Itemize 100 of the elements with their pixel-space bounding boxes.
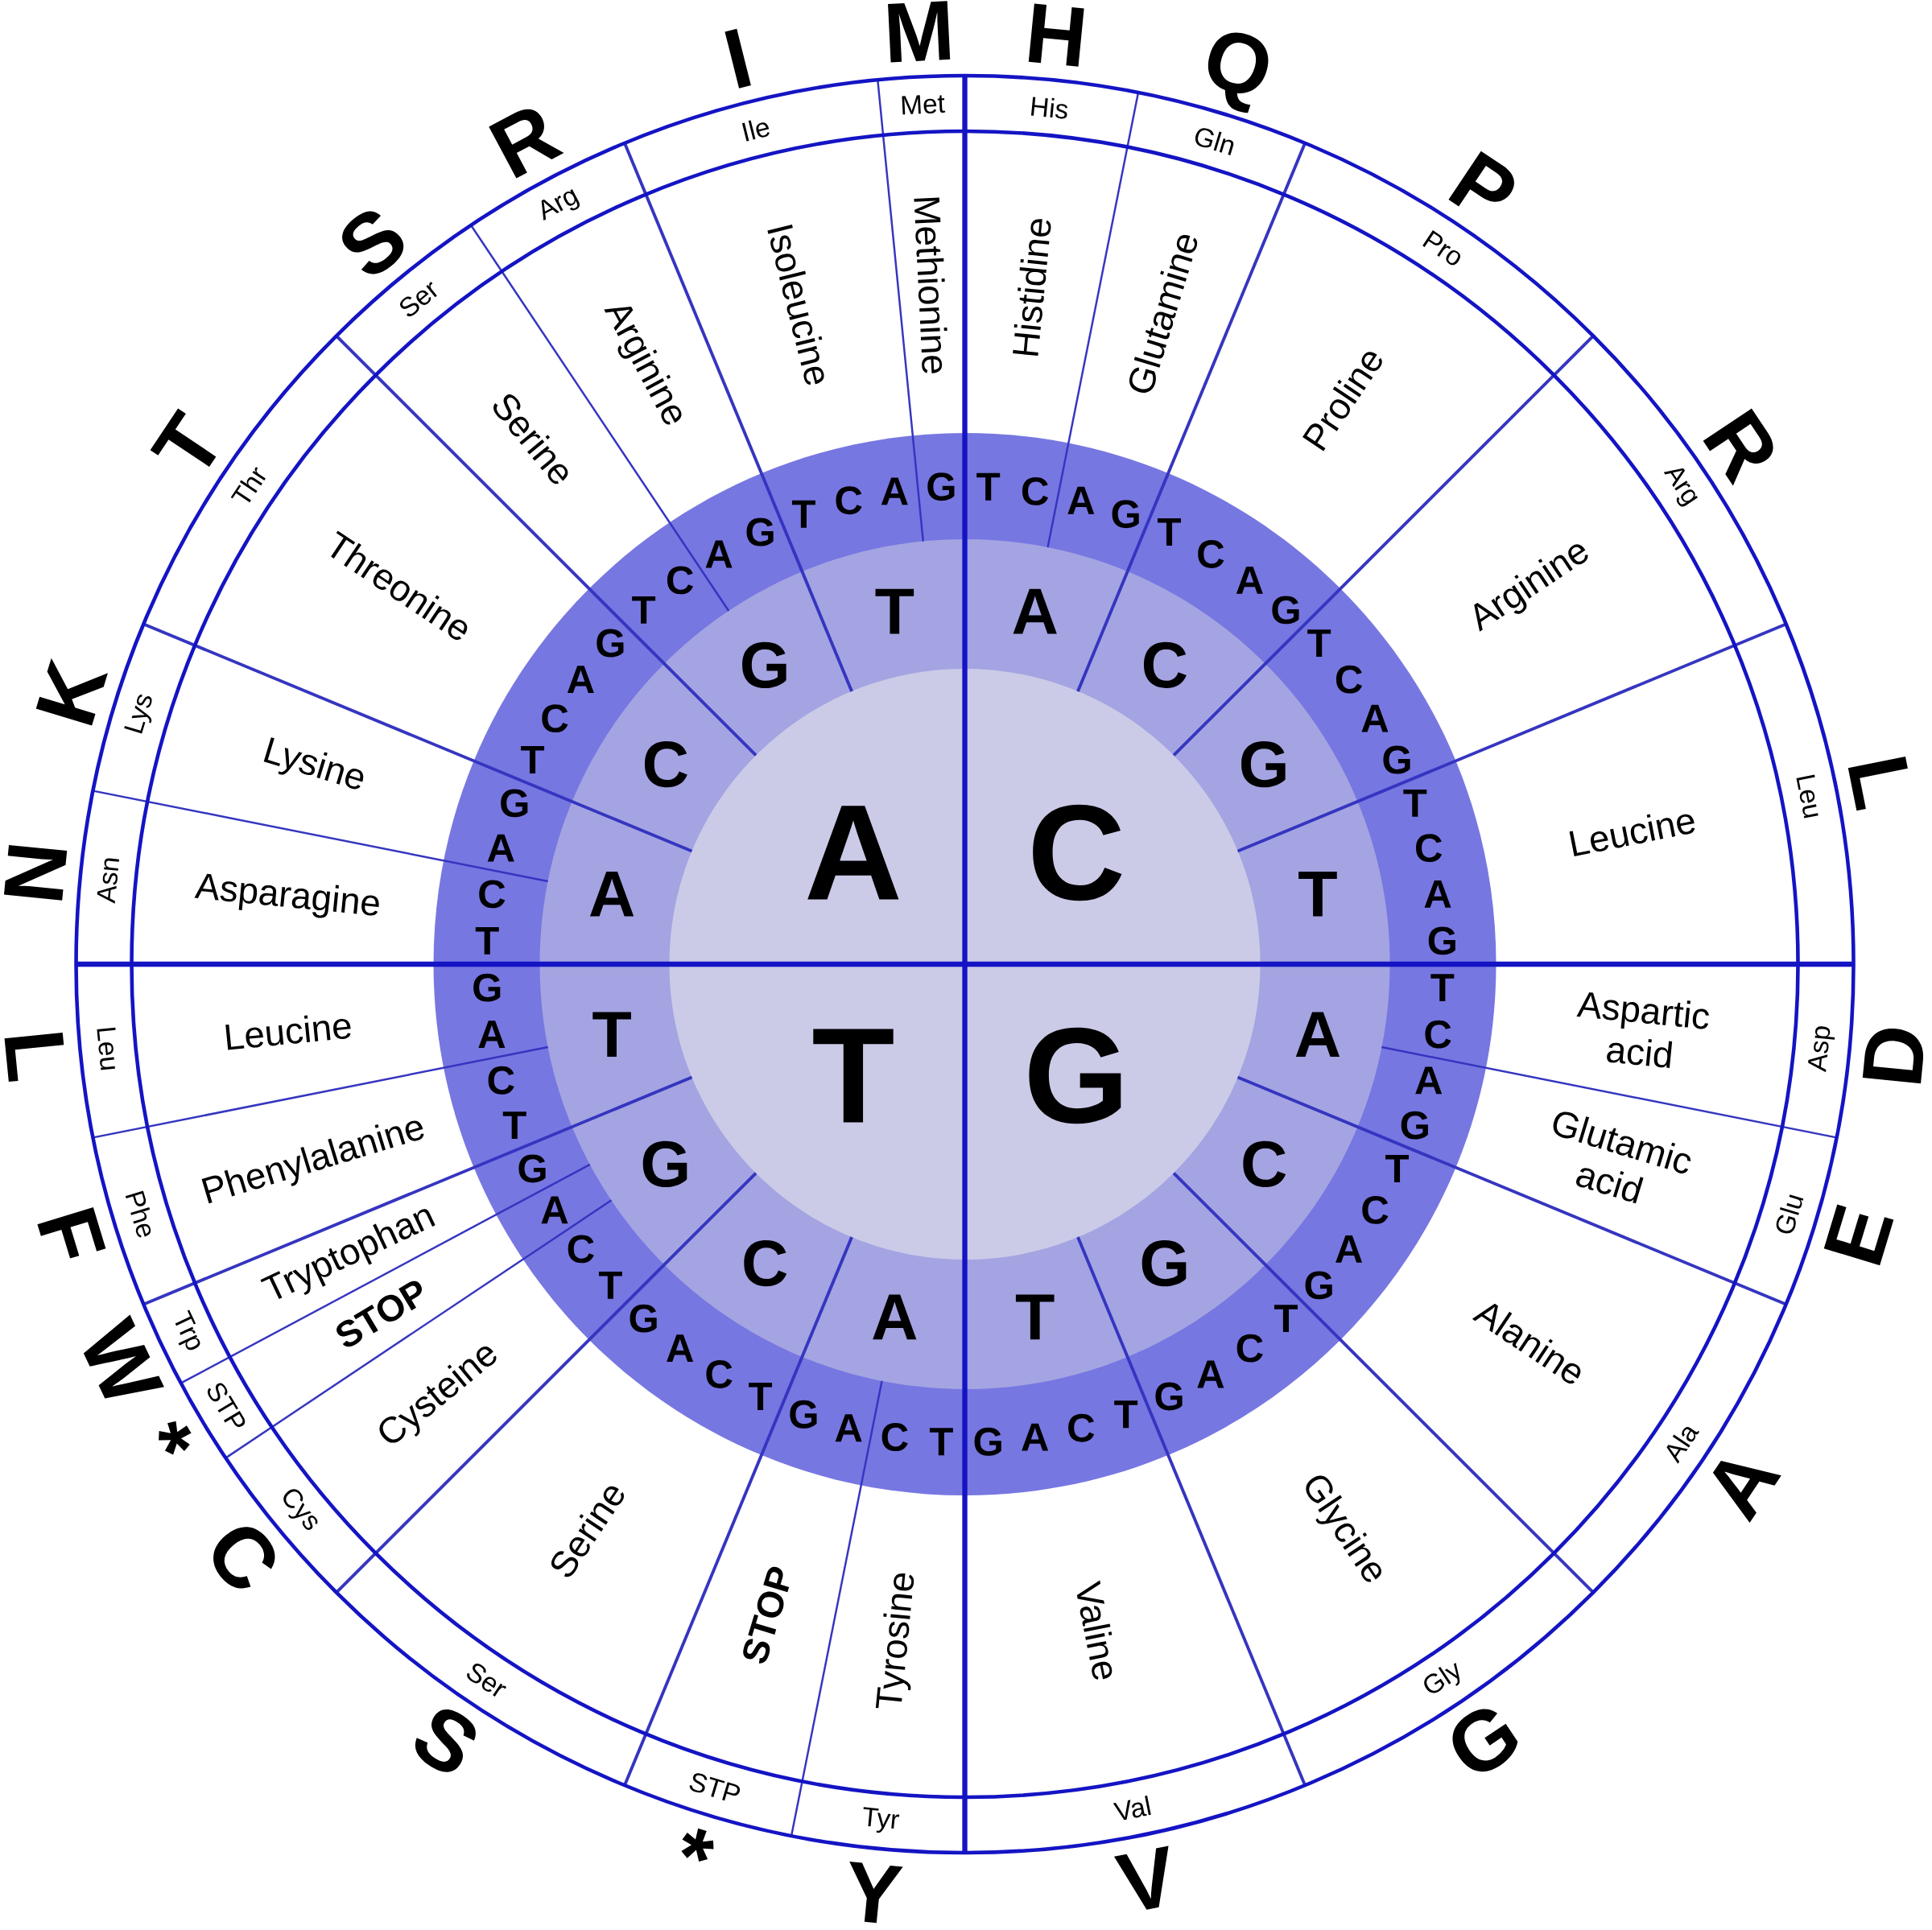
base-letter: C [488, 1066, 514, 1095]
base-letter: T [1385, 1155, 1409, 1182]
one-letter-code: * [159, 1421, 192, 1455]
base-letter: A [1361, 704, 1389, 732]
abbreviation: His [1030, 97, 1067, 119]
base-letter: A [1236, 566, 1263, 594]
base-letter: G [597, 629, 624, 658]
one-letter-code: D [1862, 1028, 1924, 1084]
base-letter: G [1141, 1240, 1187, 1287]
base-letter: C [479, 880, 506, 909]
one-letter-code: A [1712, 1460, 1781, 1524]
base-letter: T [1015, 1294, 1055, 1340]
base-letter: G [790, 1400, 817, 1429]
one-letter-code: H [1028, 3, 1084, 67]
one-letter-code: R [489, 109, 564, 179]
amino-acid-name: Isoleucine [767, 225, 824, 386]
base-letter: C [706, 1360, 733, 1388]
base-letter: G [742, 641, 786, 688]
abbreviation: Ser [400, 282, 437, 316]
abbreviation: Asn [97, 858, 119, 904]
base-letter: T [1307, 629, 1331, 657]
abbreviation: Leu [1796, 774, 1818, 819]
base-letter: C [542, 704, 568, 733]
base-letter: G [974, 1427, 1001, 1456]
one-letter-code: R [1703, 408, 1773, 486]
one-letter-code: L [4, 1033, 64, 1083]
abbreviation: Gln [1195, 128, 1234, 155]
one-letter-code: V [1113, 1845, 1169, 1910]
one-letter-code: Q [1208, 32, 1269, 113]
base-letter: T [592, 1012, 631, 1057]
one-letter-code: S [415, 1709, 476, 1772]
base-letter: C [667, 566, 694, 595]
base-letter: A [1335, 1235, 1363, 1263]
abbreviation: Arg [541, 189, 580, 221]
one-letter-code: * [681, 1828, 714, 1862]
base-letter: C [1236, 1334, 1263, 1363]
abbreviation: Ser [467, 1664, 506, 1697]
base-letter: A [541, 1196, 568, 1224]
amino-acid-name: Leucine [1569, 814, 1695, 857]
base-letter: C [1335, 665, 1363, 694]
base-letter: C [1362, 1195, 1389, 1224]
amino-acid-name: Leucine [225, 1015, 351, 1050]
one-letter-code: I [724, 28, 751, 89]
base-letter: G [642, 1140, 687, 1187]
base-letter: A [478, 1021, 506, 1049]
base-letter: T [813, 1029, 894, 1123]
base-letter: C [1144, 641, 1187, 688]
base-letter: G [518, 1154, 546, 1183]
base-letter: G [1241, 741, 1286, 788]
base-letter: A [881, 477, 908, 505]
base-letter: G [630, 1304, 657, 1333]
base-letter: C [1033, 804, 1122, 901]
abbreviation: Thr [230, 467, 266, 503]
base-letter: T [929, 1428, 953, 1456]
base-letter: A [1197, 1360, 1224, 1388]
base-letter: C [836, 486, 862, 515]
base-letter: G [927, 472, 955, 501]
one-letter-code: G [1452, 1709, 1518, 1772]
abbreviation: Leu [97, 1027, 116, 1070]
base-letter: T [598, 1272, 622, 1299]
base-letter: G [1428, 926, 1455, 955]
abbreviation: Arg [1663, 468, 1699, 507]
amino-acid-name: Lysine [263, 737, 364, 790]
base-letter: A [487, 834, 514, 862]
abbreviation: Phe [125, 1190, 151, 1238]
base-letter: T [1430, 974, 1455, 1002]
base-letter: A [873, 1294, 917, 1340]
base-letter: G [1401, 1111, 1428, 1140]
abbreviation: Val [1113, 1795, 1151, 1821]
base-letter: T [1158, 518, 1181, 546]
base-letter: C [881, 1423, 908, 1451]
one-letter-code: P [1448, 151, 1514, 207]
abbreviation: Ile [741, 120, 770, 142]
abbreviation: Asp [1808, 1026, 1835, 1073]
base-letter: T [1114, 1400, 1138, 1429]
abbreviation: STP [208, 1383, 246, 1427]
abbreviation: Lys [124, 695, 152, 734]
base-letter: A [567, 666, 594, 694]
base-letter: G [1272, 596, 1299, 625]
base-letter: G [1383, 745, 1410, 774]
one-letter-code: C [213, 1527, 275, 1589]
abbreviation: Ala [1666, 1427, 1699, 1464]
one-letter-code: T [150, 408, 217, 467]
one-letter-code: K [35, 658, 108, 726]
abbreviation: Cys [283, 1489, 318, 1531]
base-letter: A [1013, 588, 1057, 634]
one-letter-code: S [342, 211, 404, 274]
amino-acid-name: Aspartic acid [1576, 992, 1709, 1068]
abbreviation: Gly [1424, 1662, 1460, 1693]
abbreviation: Met [902, 95, 946, 115]
base-letter: T [1298, 871, 1337, 917]
base-letter: G [501, 789, 528, 818]
amino-acid-name: Tyrosine [875, 1573, 914, 1709]
amino-acid-name: Asparagine [194, 873, 379, 918]
amino-acid-name: Glutamic acid [1553, 1111, 1691, 1204]
base-letter: C [1425, 1020, 1451, 1049]
base-letter: G [1305, 1271, 1332, 1300]
one-letter-code: Y [849, 1862, 903, 1924]
base-letter: A [589, 871, 634, 917]
amino-acid-name: Valine [1076, 1580, 1113, 1680]
